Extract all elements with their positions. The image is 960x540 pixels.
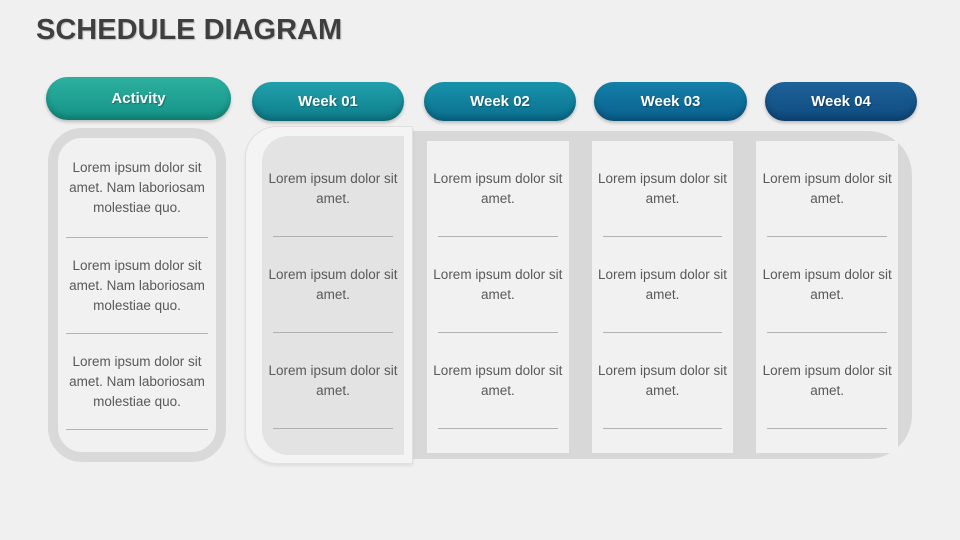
activity-cell-text: Lorem ipsum dolor sit amet. Nam laborios…: [69, 354, 205, 409]
week-02-column: Lorem ipsum dolor sit amet. Lorem ipsum …: [427, 141, 569, 453]
column-header-week-02-label: Week 02: [470, 93, 530, 110]
column-header-week-01-label: Week 01: [298, 93, 358, 110]
cell-divider: [602, 428, 723, 429]
weeks-table-frame: Lorem ipsum dolor sit amet. Lorem ipsum …: [413, 131, 912, 459]
week-03-cell-text: Lorem ipsum dolor sit amet.: [597, 363, 728, 398]
week-04-cell: Lorem ipsum dolor sit amet.: [756, 237, 898, 333]
column-header-week-03[interactable]: Week 03: [594, 82, 747, 121]
column-header-week-04[interactable]: Week 04: [765, 82, 917, 121]
page-title: SCHEDULE DIAGRAM: [36, 14, 343, 46]
cell-divider: [438, 332, 558, 333]
column-header-activity-label: Activity: [111, 90, 166, 107]
cell-divider: [767, 428, 888, 429]
column-header-week-01[interactable]: Week 01: [252, 82, 404, 121]
cell-divider: [273, 236, 393, 237]
cell-divider: [273, 428, 393, 429]
cell-divider: [66, 429, 208, 430]
cell-divider: [602, 236, 723, 237]
activity-cell: Lorem ipsum dolor sit amet. Nam laborios…: [63, 238, 211, 334]
column-header-week-02[interactable]: Week 02: [424, 82, 576, 121]
activity-cell-text: Lorem ipsum dolor sit amet. Nam laborios…: [69, 160, 205, 215]
week-01-cell: Lorem ipsum dolor sit amet.: [262, 237, 404, 333]
week-02-cell: Lorem ipsum dolor sit amet.: [427, 237, 569, 333]
cell-divider: [438, 428, 558, 429]
week-03-cell: Lorem ipsum dolor sit amet.: [592, 333, 734, 429]
activity-cell-text: Lorem ipsum dolor sit amet. Nam laborios…: [69, 258, 205, 313]
cell-divider: [66, 237, 208, 238]
week-03-column: Lorem ipsum dolor sit amet. Lorem ipsum …: [591, 141, 734, 453]
week-01-column: Lorem ipsum dolor sit amet. Lorem ipsum …: [262, 136, 404, 455]
week-01-cell-text: Lorem ipsum dolor sit amet.: [268, 171, 398, 206]
week-01-cell-text: Lorem ipsum dolor sit amet.: [268, 267, 398, 302]
week-02-cell: Lorem ipsum dolor sit amet.: [427, 333, 569, 429]
activity-cell: Lorem ipsum dolor sit amet. Nam laborios…: [63, 334, 211, 430]
cell-divider: [767, 332, 888, 333]
column-header-week-03-label: Week 03: [640, 93, 701, 110]
week-02-cell-text: Lorem ipsum dolor sit amet.: [433, 171, 563, 206]
cell-divider: [602, 332, 723, 333]
column-header-week-04-label: Week 04: [811, 93, 871, 110]
week-03-cell-text: Lorem ipsum dolor sit amet.: [597, 267, 728, 302]
week-02-cell: Lorem ipsum dolor sit amet.: [427, 141, 569, 237]
column-header-activity[interactable]: Activity: [46, 77, 231, 120]
week-04-cell: Lorem ipsum dolor sit amet.: [756, 333, 898, 429]
week-03-cell-text: Lorem ipsum dolor sit amet.: [597, 171, 728, 206]
week-02-cell-text: Lorem ipsum dolor sit amet.: [433, 267, 563, 302]
cell-divider: [438, 236, 558, 237]
cell-divider: [767, 236, 888, 237]
week-04-cell-text: Lorem ipsum dolor sit amet.: [762, 363, 892, 398]
week-04-cell: Lorem ipsum dolor sit amet.: [756, 141, 898, 237]
week-04-column: Lorem ipsum dolor sit amet. Lorem ipsum …: [756, 141, 899, 453]
activity-cell: Lorem ipsum dolor sit amet. Nam laborios…: [63, 138, 211, 238]
cell-divider: [66, 333, 208, 334]
cell-divider: [273, 332, 393, 333]
week-01-cell: Lorem ipsum dolor sit amet.: [262, 333, 404, 429]
week-03-cell: Lorem ipsum dolor sit amet.: [592, 141, 734, 237]
week-03-cell: Lorem ipsum dolor sit amet.: [592, 237, 734, 333]
week-04-cell-text: Lorem ipsum dolor sit amet.: [762, 171, 892, 206]
activity-panel: Lorem ipsum dolor sit amet. Nam laborios…: [48, 128, 226, 462]
week-01-cell-text: Lorem ipsum dolor sit amet.: [268, 363, 398, 398]
week-02-cell-text: Lorem ipsum dolor sit amet.: [433, 363, 563, 398]
week-04-cell-text: Lorem ipsum dolor sit amet.: [762, 267, 892, 302]
week-01-cell: Lorem ipsum dolor sit amet.: [262, 141, 404, 237]
